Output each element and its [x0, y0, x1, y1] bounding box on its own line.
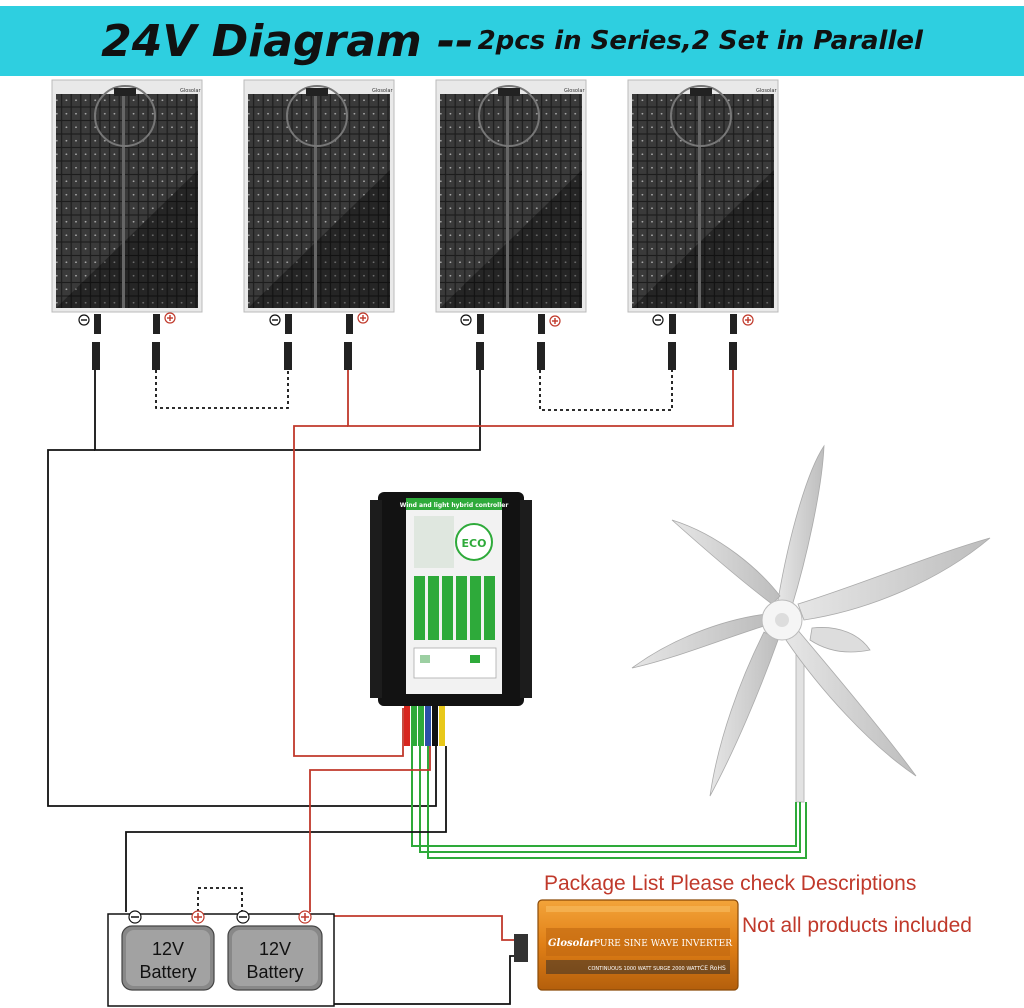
battery-1: 12V Battery — [121, 925, 215, 991]
mc4-connector-icon — [94, 314, 101, 334]
plus-sign-icon — [191, 910, 205, 924]
plus-sign-icon — [298, 910, 312, 924]
controller-title: Wind and light hybrid controller — [400, 502, 509, 509]
battery-label: Battery — [246, 962, 303, 982]
solar-panel-2: Glosolar — [243, 79, 395, 313]
mc4-connector-icon — [153, 314, 160, 334]
panel-brand: Glosolar — [180, 88, 201, 94]
mc4-connector-icon — [668, 342, 676, 370]
minus-sign-icon — [78, 314, 90, 326]
battery-voltage: 12V — [259, 939, 291, 959]
mc4-connector-icon — [284, 342, 292, 370]
inverter-label: PURE SINE WAVE INVERTER — [594, 939, 732, 949]
panel-connectors — [78, 312, 754, 370]
mc4-connector-icon — [344, 342, 352, 370]
mc4-connector-icon — [285, 314, 292, 334]
title-banner: 24V Diagram -- 2pcs in Series,2 Set in P… — [0, 6, 1024, 76]
mc4-connector-icon — [92, 342, 100, 370]
mc4-connector-icon — [477, 314, 484, 334]
plus-sign-icon — [357, 312, 369, 324]
mc4-connector-icon — [476, 342, 484, 370]
hybrid-controller: Wind and light hybrid controller ECO — [370, 492, 532, 746]
battery-label: Battery — [139, 962, 196, 982]
mc4-connector-icon — [538, 314, 545, 334]
title-sub: 2pcs in Series,2 Set in Parallel — [477, 26, 923, 56]
panel-wiring — [47, 370, 734, 807]
batteries: 12V Battery 12V Battery — [107, 910, 335, 1007]
plus-sign-icon — [742, 314, 754, 326]
panel-brand: Glosolar — [564, 88, 585, 94]
mc4-connector-icon — [729, 342, 737, 370]
plus-sign-icon — [164, 312, 176, 324]
solar-panel-1: Glosolar — [51, 79, 203, 313]
wind-turbine — [631, 444, 991, 803]
package-list-note: Package List Please check Descriptions — [544, 872, 917, 895]
panel-brand: Glosolar — [756, 88, 777, 94]
plus-sign-icon — [549, 315, 561, 327]
minus-sign-icon — [236, 910, 250, 924]
battery-voltage: 12V — [152, 939, 184, 959]
minus-sign-icon — [652, 314, 664, 326]
mc4-connector-icon — [152, 342, 160, 370]
mc4-connector-icon — [669, 314, 676, 334]
mc4-connector-icon — [537, 342, 545, 370]
mc4-connector-icon — [730, 314, 737, 334]
inverter: Glosolar PURE SINE WAVE INVERTER CONTINU… — [514, 899, 739, 991]
mc4-connector-icon — [346, 314, 353, 334]
inverter-brand: Glosolar — [548, 938, 596, 949]
inverter-spec: CONTINUOUS 1000 WATT SURGE 2000 WATT — [588, 966, 701, 972]
minus-sign-icon — [460, 314, 472, 326]
panel-brand: Glosolar — [372, 88, 393, 94]
battery-wiring — [109, 746, 520, 1005]
minus-sign-icon — [128, 910, 142, 924]
title-main: 24V Diagram -- — [101, 15, 474, 67]
solar-panel-3: Glosolar — [435, 79, 587, 313]
inverter-cert: CE RoHS — [700, 965, 726, 972]
battery-2: 12V Battery — [227, 925, 323, 991]
eco-badge: ECO — [462, 537, 487, 550]
not-all-included-note: Not all products included — [742, 914, 972, 937]
wind-wiring — [411, 746, 807, 859]
minus-sign-icon — [269, 314, 281, 326]
solar-panel-4: Glosolar — [627, 79, 779, 313]
